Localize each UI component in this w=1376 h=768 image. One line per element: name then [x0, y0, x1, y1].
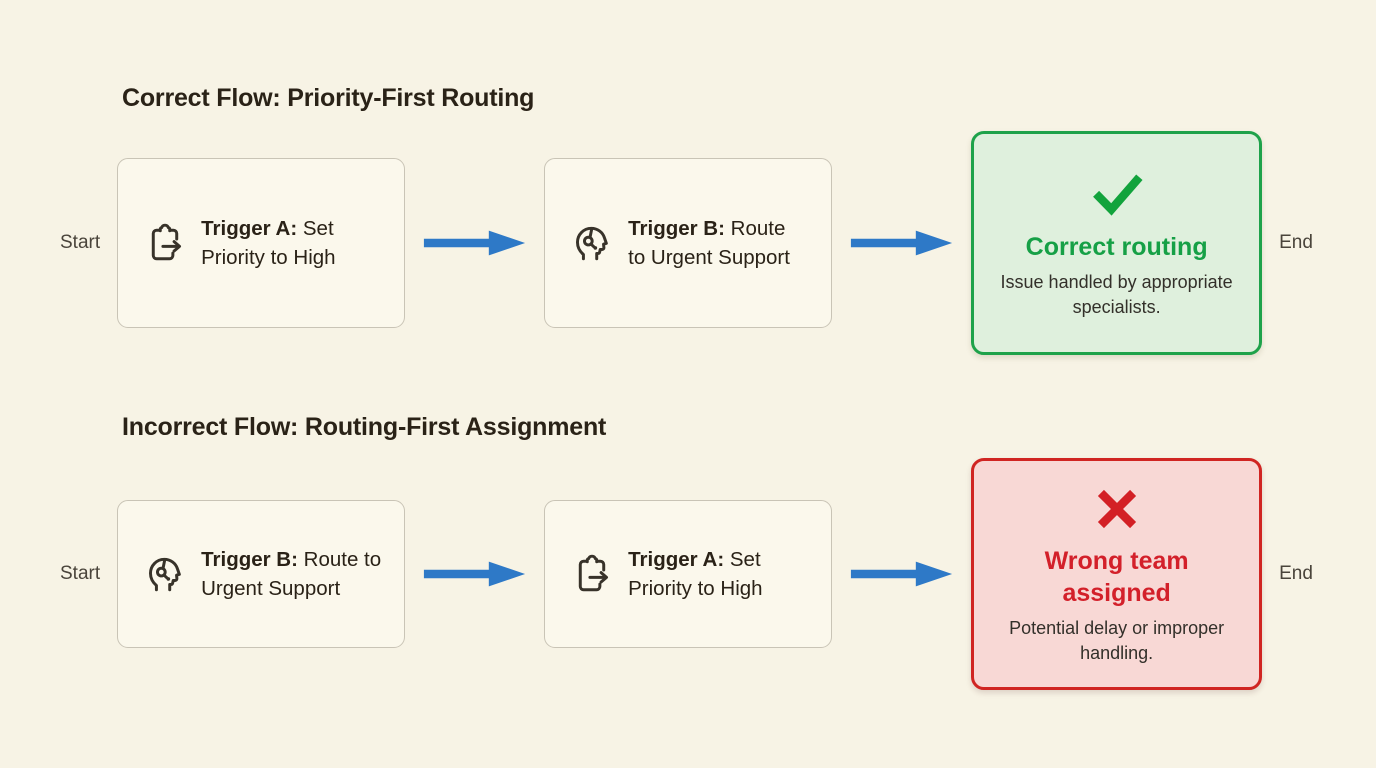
arrow-right-icon	[849, 552, 954, 596]
step-trigger-b: Trigger B: Route to Urgent Support	[117, 500, 406, 648]
clipboard-arrow-icon	[571, 553, 613, 595]
flow-row-incorrect: Start Trigger B: Route to Urgent Support…	[60, 458, 1313, 690]
support-agent-icon	[571, 222, 613, 264]
support-agent-icon	[144, 553, 186, 595]
start-label: Start	[60, 563, 101, 584]
arrow-right-icon	[422, 221, 527, 265]
outcome-correct-routing: Correct routing Issue handled by appropr…	[971, 131, 1263, 355]
step-label: Trigger B: Route to Urgent Support	[628, 216, 790, 269]
end-label: End	[1279, 232, 1313, 253]
step-label: Trigger B: Route to Urgent Support	[201, 547, 382, 600]
step-trigger-b: Trigger B: Route to Urgent Support	[544, 158, 833, 328]
flow-title-incorrect: Incorrect Flow: Routing-First Assignment	[122, 413, 607, 441]
arrow-right-icon	[422, 552, 527, 596]
outcome-title: Wrong team assigned	[1044, 547, 1189, 607]
flow-title-correct: Correct Flow: Priority-First Routing	[122, 84, 535, 112]
step-trigger-a: Trigger A: Set Priority to High	[117, 158, 406, 328]
outcome-wrong-team: Wrong team assigned Potential delay or i…	[971, 458, 1263, 690]
end-label: End	[1279, 563, 1313, 584]
arrow-right-icon	[849, 221, 954, 265]
outcome-description: Potential delay or improper handling.	[1009, 617, 1225, 663]
start-label: Start	[60, 232, 101, 253]
outcome-title: Correct routing	[1025, 233, 1208, 262]
step-trigger-a: Trigger A: Set Priority to High	[544, 500, 833, 648]
clipboard-arrow-icon	[144, 222, 186, 264]
step-label: Trigger A: Set Priority to High	[628, 547, 763, 600]
check-icon	[1083, 166, 1151, 222]
step-label: Trigger A: Set Priority to High	[201, 216, 336, 269]
flow-row-correct: Start Trigger A: Set Priority to High Tr…	[60, 131, 1313, 355]
x-icon	[1090, 482, 1144, 536]
outcome-description: Issue handled by appropriate specialists…	[1000, 272, 1233, 318]
